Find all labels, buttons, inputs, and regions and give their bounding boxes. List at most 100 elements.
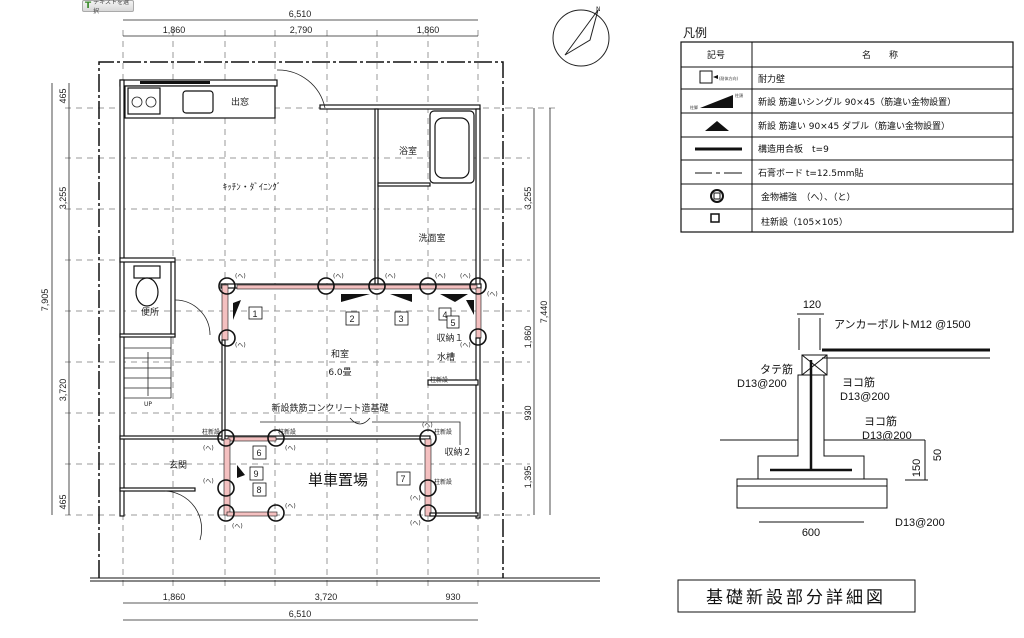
detail-title-box (677, 579, 916, 613)
detail-horizontal-rebar2-spec: D13@200 (862, 430, 912, 442)
dim-right-2: 1,860 (523, 326, 533, 349)
svg-text:柱新設: 柱新設 (278, 428, 296, 436)
svg-text:柱新設: 柱新設 (434, 428, 452, 436)
north-compass-icon: N (552, 6, 610, 67)
svg-text:6: 6 (256, 448, 261, 458)
svg-text:3: 3 (398, 314, 403, 324)
svg-text:構造用合板 t=9: 構造用合板 t=9 (758, 143, 829, 155)
dim-right-3: 930 (523, 405, 533, 420)
detail-horizontal-rebar1: ヨコ筋 (842, 375, 875, 389)
dim-top-2: 2,790 (290, 25, 313, 35)
stairs-up: UP (144, 401, 152, 408)
svg-text:(へ): (へ) (385, 273, 396, 280)
dim-bottom-1: 1,860 (163, 592, 186, 602)
detail-vertical-rebar: タテ筋 (760, 362, 793, 376)
hardware-reinforcement-marks (217, 277, 487, 522)
svg-text:(へ): (へ) (203, 478, 214, 485)
text-select-icon: T (85, 1, 92, 11)
detail-dim-150: 150 (911, 459, 923, 477)
svg-text:8: 8 (256, 485, 261, 495)
svg-text:(へ): (へ) (235, 342, 246, 349)
svg-text:N: N (596, 6, 601, 13)
dim-right-1: 3,255 (523, 187, 533, 210)
legend-table (680, 41, 1014, 233)
svg-text:柱新設: 柱新設 (430, 376, 448, 384)
detail-width-top: 120 (803, 299, 821, 311)
detail-dim-50: 50 (932, 449, 944, 461)
dim-top-3: 1,860 (417, 25, 440, 35)
room-bay-window: 出窓 (231, 96, 249, 108)
dim-left-3: 3,720 (58, 379, 68, 402)
svg-text:(へ): (へ) (487, 291, 498, 298)
svg-text:柱新設: 柱新設 (434, 478, 452, 486)
room-entrance: 玄関 (169, 459, 187, 471)
dims-top (123, 19, 478, 37)
dim-left-4: 465 (58, 494, 68, 509)
detail-bottom-rebar-spec: D13@200 (895, 517, 945, 529)
site-boundary (98, 61, 504, 578)
detail-horizontal-rebar2: ヨコ筋 (864, 414, 897, 428)
svg-text:(へ): (へ) (203, 445, 214, 452)
svg-text:新設 筋違い 90×45 ダブル（筋違い金物設置）: 新設 筋違い 90×45 ダブル（筋違い金物設置） (758, 120, 950, 132)
dim-bottom-total: 6,510 (289, 609, 312, 619)
dims-left (51, 83, 70, 515)
svg-text:耐力壁: 耐力壁 (758, 73, 785, 85)
dim-top-total: 6,510 (289, 9, 312, 19)
svg-text:7: 7 (400, 474, 405, 484)
svg-text:(へ): (へ) (235, 273, 246, 280)
svg-text:(へ): (へ) (435, 273, 446, 280)
dim-right-4: 1,395 (523, 466, 533, 489)
detail-title: 基礎新設部分詳細図 (706, 588, 886, 608)
svg-text:新設 筋違いシングル 90×45（筋違い金物設置）: 新設 筋違いシングル 90×45（筋違い金物設置） (758, 96, 956, 108)
svg-text:(耐体方向): (耐体方向) (719, 75, 739, 81)
room-toilet: 便所 (141, 306, 159, 318)
room-storage1: 収納１ (436, 332, 463, 344)
svg-text:4: 4 (442, 310, 447, 320)
svg-text:(へ): (へ) (422, 422, 433, 429)
room-washitsu: 和室 (331, 348, 349, 360)
svg-text:柱新設: 柱新設 (202, 428, 220, 436)
dims-right (533, 108, 551, 515)
dim-bottom-2: 3,720 (315, 592, 338, 602)
svg-text:(へ): (へ) (285, 445, 296, 452)
svg-text:(へ): (へ) (460, 273, 471, 280)
legend-rows: 耐力壁 新設 筋違いシングル 90×45（筋違い金物設置） 新設 筋違い 90×… (758, 73, 956, 228)
walls (119, 69, 482, 541)
svg-text:(へ): (へ) (410, 520, 421, 527)
room-water-tank: 水槽 (437, 351, 455, 363)
foundation-detail-drawing (720, 313, 990, 523)
svg-text:2: 2 (349, 314, 354, 324)
room-storage2: 収納２ (444, 446, 471, 458)
wall-number-boxes (248, 306, 460, 497)
svg-text:柱頭: 柱頭 (735, 92, 743, 98)
room-kitchen: ｷｯﾁﾝ・ﾀﾞｲﾆﾝｸﾞ (223, 182, 282, 193)
legend-symbols: (耐体方向) 柱頭 柱脚 (690, 70, 743, 223)
foundation-note: 新設鉄筋コンクリート造基礎 (271, 402, 388, 414)
svg-text:9: 9 (253, 469, 258, 479)
room-washitsu-size: 6.0畳 (328, 367, 351, 378)
detail-footing-width: 600 (802, 527, 820, 539)
room-bike-parking: 単車置場 (308, 471, 368, 489)
detail-horizontal-rebar1-spec: D13@200 (840, 391, 890, 403)
dim-left-total: 7,905 (40, 289, 50, 312)
svg-text:(へ): (へ) (410, 495, 421, 502)
select-text-label: テキストを選択 (93, 0, 129, 15)
dim-bottom-3: 930 (445, 592, 460, 602)
svg-text:柱脚: 柱脚 (690, 104, 698, 110)
svg-text:石膏ボード t=12.5mm貼: 石膏ボード t=12.5mm貼 (758, 167, 864, 179)
select-text-button[interactable]: T テキストを選択 (82, 0, 134, 15)
detail-anchor-bolt: アンカーボルトM12 @1500 (834, 318, 971, 331)
svg-text:(へ): (へ) (333, 273, 344, 280)
svg-text:(へ): (へ) (232, 523, 243, 530)
svg-text:(へ): (へ) (285, 503, 296, 510)
room-bath: 浴室 (399, 145, 417, 157)
dim-right-total: 7,440 (539, 301, 549, 324)
dims-bottom (123, 602, 478, 621)
legend-header-name: 名 称 (862, 49, 898, 61)
svg-text:(へ): (へ) (460, 342, 471, 349)
legend-header-symbol: 記号 (707, 49, 725, 61)
brace-marks (233, 294, 474, 478)
svg-text:金物補強 （へ）、（と）: 金物補強 （へ）、（と） (761, 191, 856, 203)
